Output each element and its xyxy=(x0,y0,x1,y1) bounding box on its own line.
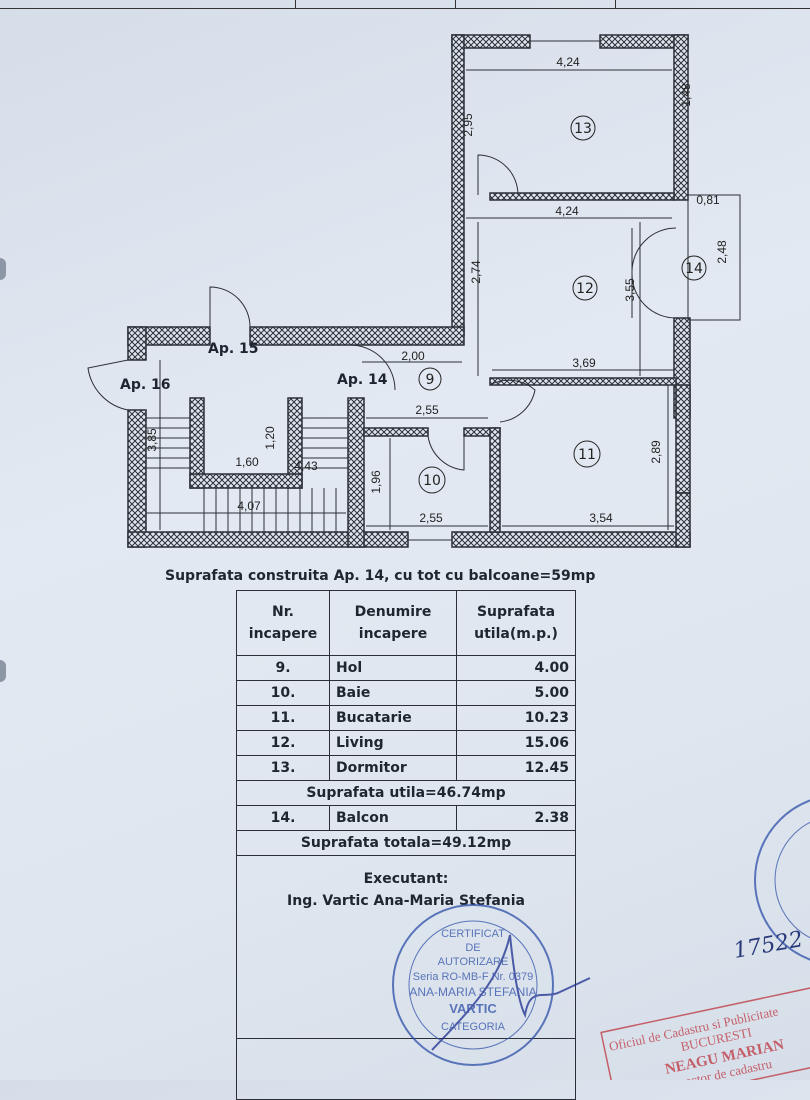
dimension: 4,07 xyxy=(237,499,261,513)
room-area-table: Nr. incapere Denumire incapere Suprafata… xyxy=(236,590,576,1100)
stairs xyxy=(146,417,348,532)
dimension: 2,55 xyxy=(419,511,443,525)
dimension: 1,96 xyxy=(369,470,383,494)
built-area-title: Suprafata construita Ap. 14, cu tot cu b… xyxy=(165,568,596,584)
dimension: 2,48 xyxy=(715,240,729,264)
walls xyxy=(127,34,691,548)
dimension: 3,55 xyxy=(623,278,637,302)
dimension: 4,43 xyxy=(294,459,318,473)
dimension: 2,95 xyxy=(461,113,475,137)
room-14: 14 xyxy=(685,261,703,277)
dimension: 2,00 xyxy=(401,349,425,363)
dimension: 2,89 xyxy=(649,440,663,464)
room-11: 11 xyxy=(578,447,596,463)
room-numbers xyxy=(418,115,707,494)
punch-hole xyxy=(0,258,6,280)
dimension: 3,54 xyxy=(589,511,613,525)
executant-cell: Executant: Ing. Vartic Ana-Maria Stefani… xyxy=(236,855,576,1039)
next-section-cell xyxy=(236,1038,576,1100)
dimension: 1,48 xyxy=(679,83,693,107)
dimension: 1,20 xyxy=(263,426,277,450)
header-area: Suprafata utila(m.p.) xyxy=(456,590,576,656)
room-12: 12 xyxy=(576,281,594,297)
dimension: 4,24 xyxy=(556,55,580,69)
apartment-label: Ap. 16 xyxy=(120,377,171,393)
useful-area-subtotal: Suprafata utila=46.74mp xyxy=(236,780,576,806)
header-name: Denumire incapere xyxy=(329,590,457,656)
room-13: 13 xyxy=(574,121,592,137)
dimension: 1,60 xyxy=(235,455,259,469)
dimension: 3,85 xyxy=(145,428,159,452)
header-nr: Nr. incapere xyxy=(236,590,330,656)
room-9: 9 xyxy=(426,372,435,388)
top-table-strip xyxy=(0,0,810,9)
dimension: 0,81 xyxy=(696,193,720,207)
apartment-label: Ap. 15 xyxy=(208,341,259,357)
dimension: 4,24 xyxy=(555,204,579,218)
dimension: 2,55 xyxy=(415,403,439,417)
room-10: 10 xyxy=(423,473,441,489)
apartment-label: Ap. 14 xyxy=(337,372,388,388)
dimension: 3,69 xyxy=(572,356,596,370)
dimension-lines xyxy=(146,69,674,530)
dimension: 2,74 xyxy=(469,260,483,284)
plan-lines xyxy=(87,40,741,541)
executant-label: Executant: xyxy=(363,871,449,887)
total-area: Suprafata totala=49.12mp xyxy=(236,830,576,856)
executant-name: Ing. Vartic Ana-Maria Stefania xyxy=(287,893,525,909)
punch-hole xyxy=(0,660,6,682)
